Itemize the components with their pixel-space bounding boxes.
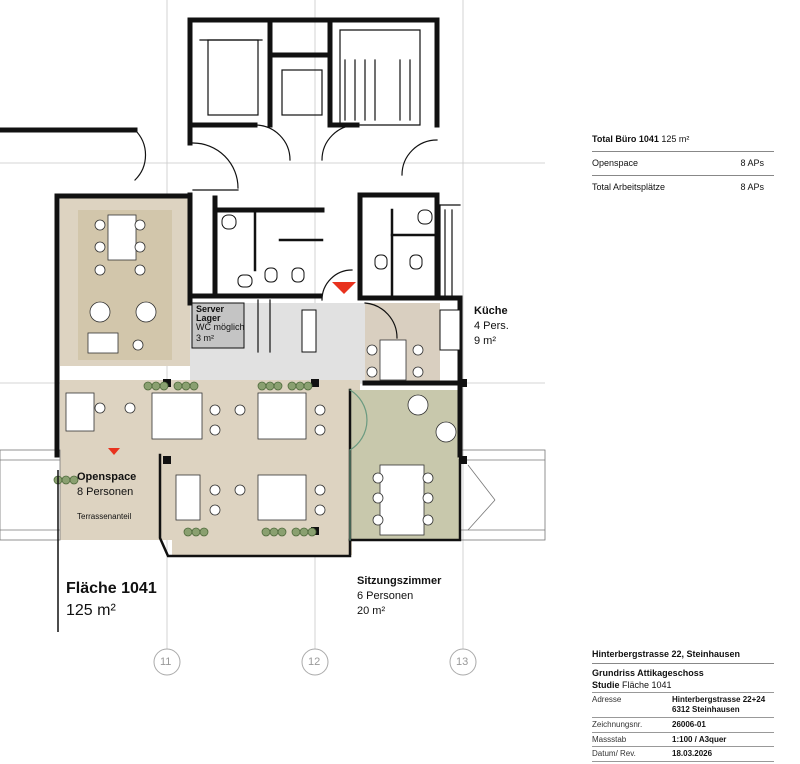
table (257, 392, 307, 440)
chair (209, 424, 221, 436)
area-value: 125 m² (66, 602, 116, 619)
armchair (89, 301, 111, 323)
axis-label-11: 11 (160, 656, 172, 668)
axis-label-13: 13 (456, 656, 469, 668)
plant (173, 381, 183, 391)
chair (366, 366, 378, 378)
chair (372, 472, 384, 484)
kitchen-persons: 4 Pers. (474, 320, 509, 332)
plant (269, 527, 279, 537)
chair (234, 484, 246, 496)
chair (209, 404, 221, 416)
chair (124, 402, 136, 414)
meeting-room-name: Sitzungszimmer (357, 575, 442, 587)
entry-marker-small-icon (108, 448, 120, 455)
chair (372, 514, 384, 526)
plant (69, 475, 79, 485)
plan-title: Grundriss Attikageschoss (592, 668, 704, 678)
meeting-room-persons: 6 Personen (357, 590, 414, 602)
plant (307, 527, 317, 537)
study-title: Studie Fläche 1041 (592, 680, 672, 690)
field-drawing-number: Zeichnungsnr.26006-01 (592, 720, 706, 729)
plant (295, 381, 305, 391)
table (107, 214, 137, 261)
plant (183, 527, 193, 537)
kitchen-area: 9 m² (474, 335, 496, 347)
plant (189, 381, 199, 391)
plant (181, 381, 191, 391)
chair (314, 504, 326, 516)
plant (291, 527, 301, 537)
chair (209, 504, 221, 516)
chair (422, 514, 434, 526)
table (379, 339, 407, 381)
openspace-note: Terrassenanteil (77, 512, 132, 521)
entry-marker-icon (332, 282, 356, 294)
plant (151, 381, 161, 391)
server-label-3: WC möglich (196, 322, 245, 332)
table (175, 474, 201, 521)
plant (159, 381, 169, 391)
chair (94, 241, 106, 253)
chair (372, 492, 384, 504)
chair (134, 264, 146, 276)
chair (412, 366, 424, 378)
plant (191, 527, 201, 537)
field-date: Datum/ Rev.18.03.2026 (592, 749, 713, 758)
plant (61, 475, 71, 485)
axis-label-12: 12 (308, 656, 321, 668)
plant (277, 527, 287, 537)
table (65, 392, 95, 432)
chair (234, 404, 246, 416)
table (151, 392, 203, 440)
server-area: 3 m² (196, 333, 214, 343)
openspace-persons: 8 Personen (77, 486, 134, 498)
armchair (407, 394, 429, 416)
server-label-1: Server (196, 304, 225, 314)
chair (132, 339, 144, 351)
walls (0, 17, 463, 558)
table (257, 474, 307, 521)
chair (314, 484, 326, 496)
kitchen-name: Küche (474, 305, 508, 317)
plant (299, 527, 309, 537)
chair (366, 344, 378, 356)
armchair (135, 301, 157, 323)
plant (261, 527, 271, 537)
chair (94, 402, 106, 414)
plant (303, 381, 313, 391)
meeting-room-area: 20 m² (357, 605, 386, 617)
chair (134, 219, 146, 231)
table (87, 332, 119, 354)
chair (422, 492, 434, 504)
chair (412, 344, 424, 356)
openspace-name: Openspace (77, 471, 137, 483)
area-title: Fläche 1041 (66, 580, 157, 597)
server-room (191, 302, 245, 349)
plant (273, 381, 283, 391)
address-heading: Hinterbergstrasse 22, Steinhausen (592, 649, 741, 659)
axis-markers (153, 648, 477, 676)
server-label-2: Lager (196, 313, 221, 323)
table (379, 464, 425, 536)
armchair (435, 421, 457, 443)
chair (314, 424, 326, 436)
chair (314, 404, 326, 416)
plant (265, 381, 275, 391)
chair (94, 219, 106, 231)
plant (257, 381, 267, 391)
chair (134, 241, 146, 253)
plant (287, 381, 297, 391)
summary-title: Total Büro 1041 125 m² (592, 134, 690, 144)
chair (94, 264, 106, 276)
plant (143, 381, 153, 391)
plant (199, 527, 209, 537)
furniture (53, 214, 457, 537)
chair (422, 472, 434, 484)
chair (209, 484, 221, 496)
